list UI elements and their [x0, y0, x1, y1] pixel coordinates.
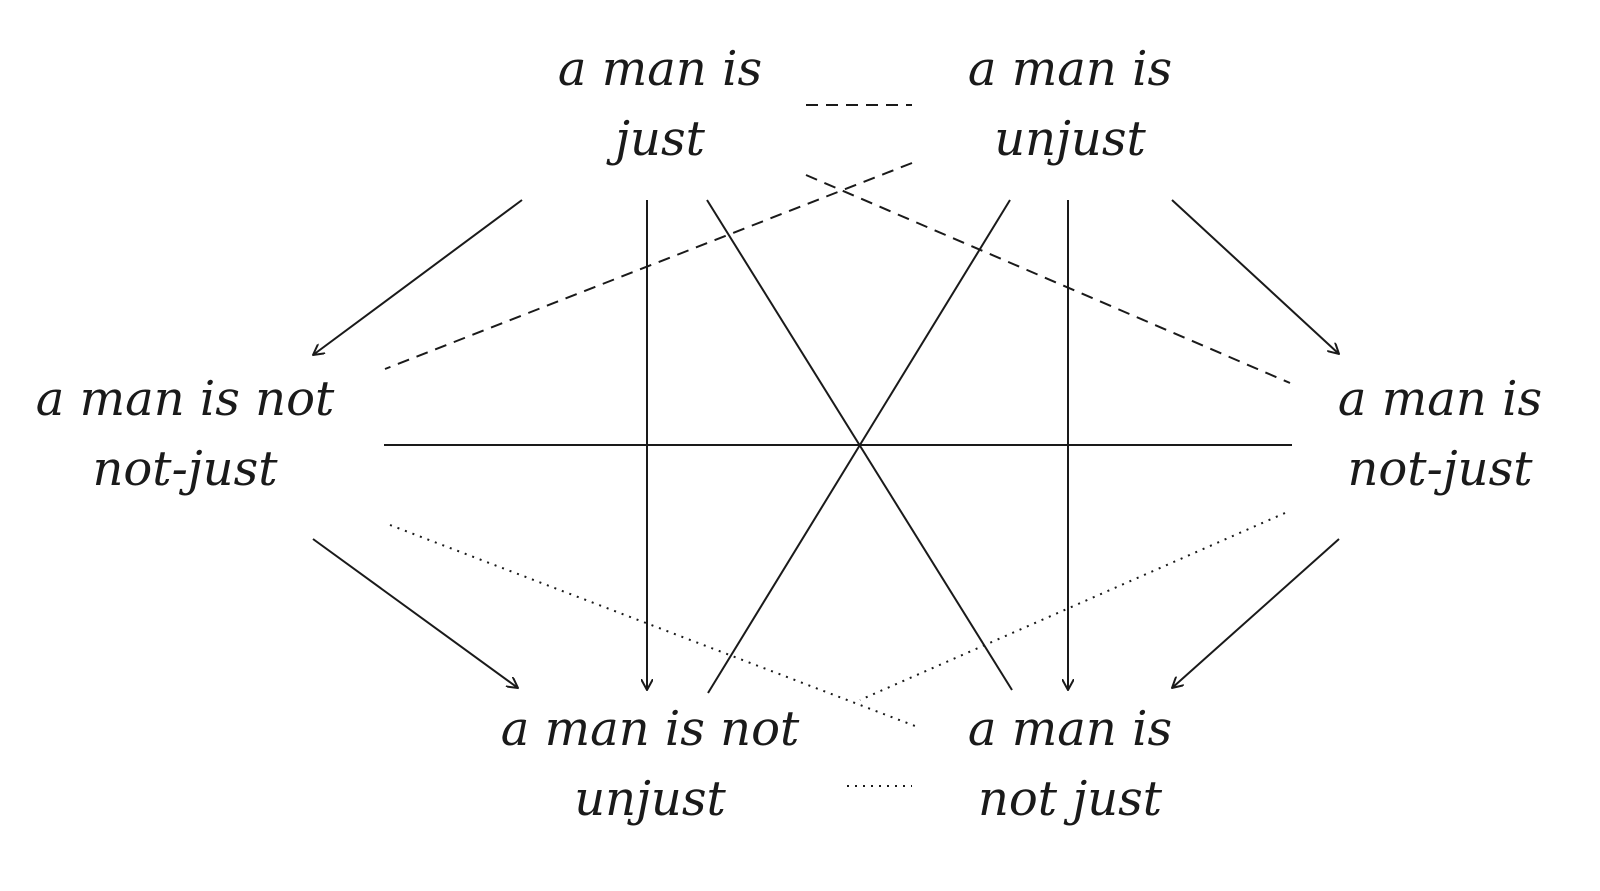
dashed-line-top-left-to-right — [805, 174, 1291, 384]
node-line: a man is — [557, 41, 763, 97]
dashed-line-top-right-to-left — [384, 162, 913, 370]
node-a-man-is-unjust: a man is unjust — [910, 34, 1230, 174]
diagonal-line-top-right-to-bottom-left — [707, 199, 1011, 694]
node-a-man-is-not-just: a man is not just — [910, 694, 1230, 834]
node-a-man-is-not-unjust: a man is not unjust — [490, 694, 810, 834]
node-line: not just — [977, 771, 1163, 827]
arrow-top-left-to-left — [313, 199, 523, 355]
node-line: unjust — [994, 111, 1146, 167]
node-a-man-is-just: a man is just — [510, 34, 810, 174]
node-line: a man is not — [500, 701, 800, 757]
arrow-top-right-to-right — [1171, 199, 1339, 354]
node-line: not-just — [92, 441, 278, 497]
arrow-left-to-bottom-left — [312, 538, 518, 688]
node-a-man-is-not-just-hyphen: a man is not-just — [1290, 364, 1590, 504]
node-line: a man is not — [35, 371, 335, 427]
node-line: a man is — [967, 41, 1173, 97]
dotted-line-right-to-bottom-left — [859, 512, 1286, 701]
node-line: unjust — [574, 771, 726, 827]
dotted-line-left-to-bottom-right — [389, 524, 916, 727]
arrow-right-to-bottom-right — [1172, 538, 1340, 688]
node-line: just — [615, 111, 705, 167]
node-a-man-is-not-not-just: a man is not not-just — [20, 364, 350, 504]
node-line: a man is — [1337, 371, 1543, 427]
node-line: a man is — [967, 701, 1173, 757]
node-line: not-just — [1347, 441, 1533, 497]
